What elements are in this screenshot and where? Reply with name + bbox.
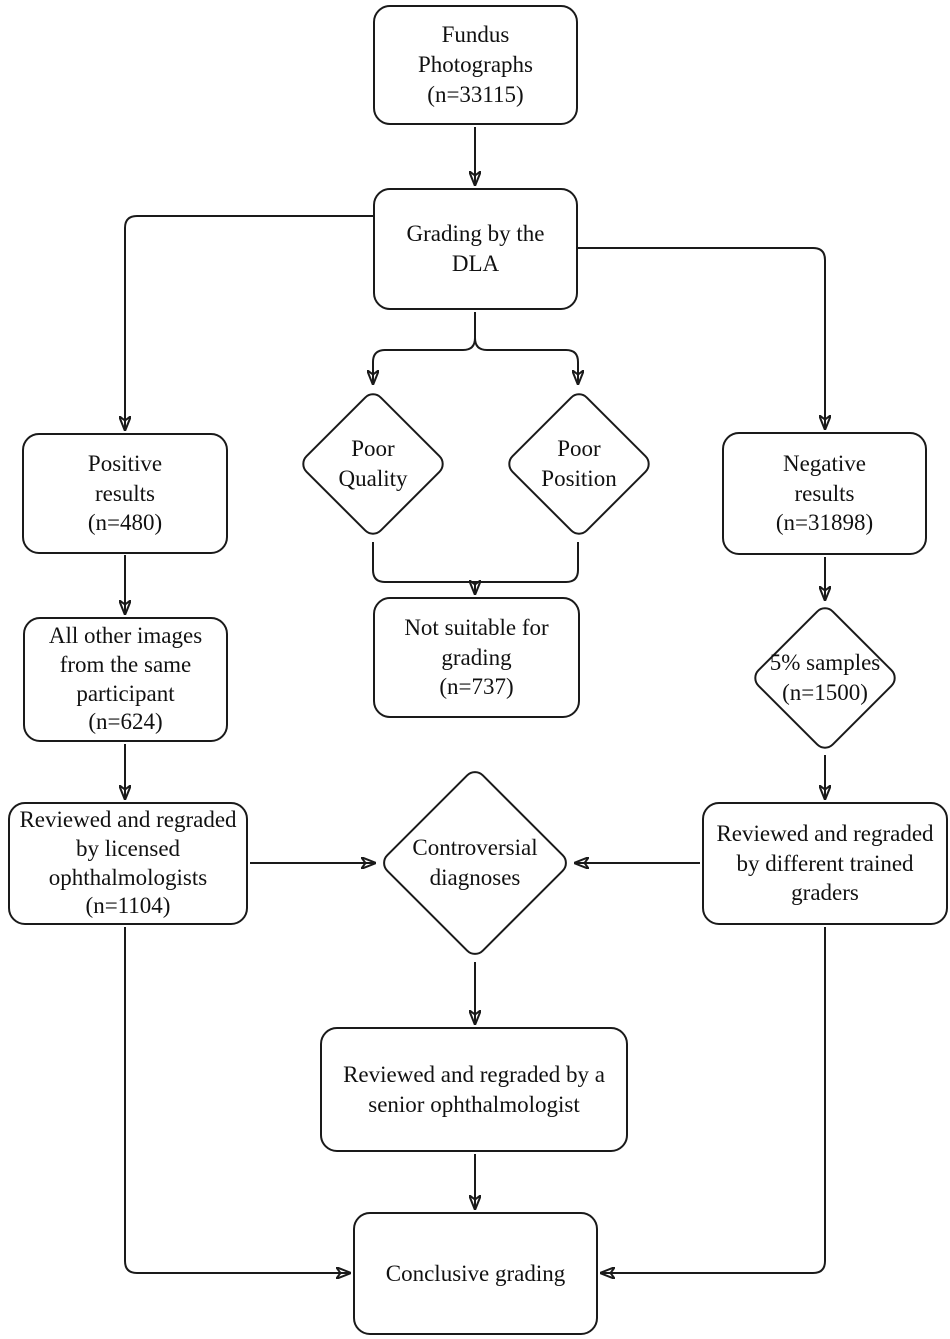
edge-dla-to-poor-position bbox=[474, 312, 578, 384]
poor-position-label: Poor Position bbox=[541, 436, 617, 491]
node-not-suitable-for-grading: Not suitable for grading (n=737) bbox=[373, 597, 580, 718]
edge-reviewed-trained-to-conclusive bbox=[601, 927, 826, 1273]
node-reviewed-senior-ophthalmologist: Reviewed and regraded by a senior ophtha… bbox=[320, 1027, 628, 1152]
samples-label: 5% samples (n=1500) bbox=[769, 650, 881, 705]
node-fundus-photographs: Fundus Photographs (n=33115) bbox=[373, 5, 578, 125]
node-positive-results: Positive results (n=480) bbox=[22, 433, 228, 554]
node-reviewed-trained-graders: Reviewed and regraded by different train… bbox=[702, 802, 948, 925]
controversial-label: Controversial diagnoses bbox=[412, 835, 538, 890]
node-poor-position: Poor Position bbox=[503, 388, 655, 540]
node-5pct-samples: 5% samples (n=1500) bbox=[749, 602, 901, 754]
node-controversial-diagnoses: Controversial diagnoses bbox=[378, 766, 572, 960]
node-negative-results: Negative results (n=31898) bbox=[722, 432, 927, 555]
edge-dla-to-poor-quality bbox=[373, 312, 476, 384]
node-reviewed-licensed-ophthalmologists: Reviewed and regraded by licensed ophtha… bbox=[8, 802, 248, 925]
node-grading-by-dla: Grading by the DLA bbox=[373, 188, 578, 310]
node-conclusive-grading: Conclusive grading bbox=[353, 1212, 598, 1335]
edge-reviewed-licensed-to-conclusive bbox=[124, 927, 350, 1273]
edge-dla-to-positive bbox=[125, 215, 373, 430]
poor-quality-label: Poor Quality bbox=[338, 436, 408, 491]
edge-diamonds-merge bbox=[372, 542, 579, 583]
node-poor-quality: Poor Quality bbox=[297, 388, 449, 540]
node-all-other-images: All other images from the same participa… bbox=[23, 617, 228, 742]
edge-dla-to-negative bbox=[578, 247, 825, 429]
